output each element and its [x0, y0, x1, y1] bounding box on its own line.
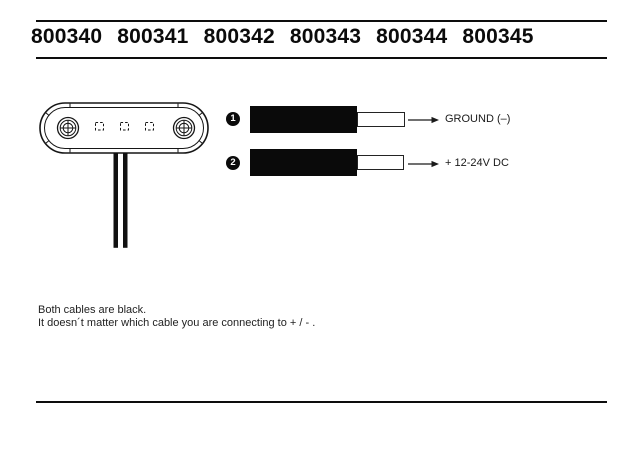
cable-insulation	[250, 106, 357, 133]
product-code: 800344	[376, 25, 448, 48]
cable-number: 2	[230, 157, 236, 169]
product-code: 800343	[289, 25, 362, 48]
footnote-line: Both cables are black.	[38, 304, 147, 316]
cable-bare-end	[356, 112, 405, 127]
top-rule	[36, 20, 607, 22]
led-chip	[120, 122, 129, 131]
page-title: 800340 800341 800342 800343 800344 800345	[31, 25, 549, 48]
cable-insulation	[250, 148, 357, 176]
arrow-right-icon	[408, 116, 439, 123]
led-chips	[95, 122, 154, 131]
cable-number-badge: 2	[226, 156, 240, 170]
product-code: 800340	[31, 25, 103, 48]
product-code: 800341	[117, 25, 189, 48]
endcap-seams	[44, 103, 204, 153]
bottom-rule	[36, 401, 607, 403]
cable-label: GROUND (–)	[445, 113, 511, 125]
header-rule	[36, 57, 607, 59]
lamp-inner-lens	[44, 107, 204, 149]
cable-label: + 12-24V DC	[445, 157, 509, 169]
product-code: 800342	[203, 25, 275, 48]
footnotes: Both cables are black. It doesn´t matter…	[38, 304, 315, 330]
product-code: 800345	[462, 25, 534, 48]
arrow-right-icon	[408, 160, 439, 167]
footnote-line: It doesn´t matter which cable you are co…	[38, 317, 316, 329]
lamp-device-diagram	[39, 102, 209, 248]
led-chip	[145, 122, 154, 131]
led-chip	[95, 122, 104, 131]
cable-number-badge: 1	[226, 112, 240, 126]
screw-right-icon	[172, 116, 196, 140]
screw-left-icon	[56, 116, 80, 140]
cable-wires	[113, 152, 128, 248]
cable-number: 1	[230, 113, 236, 125]
cable-bare-end	[356, 155, 404, 170]
